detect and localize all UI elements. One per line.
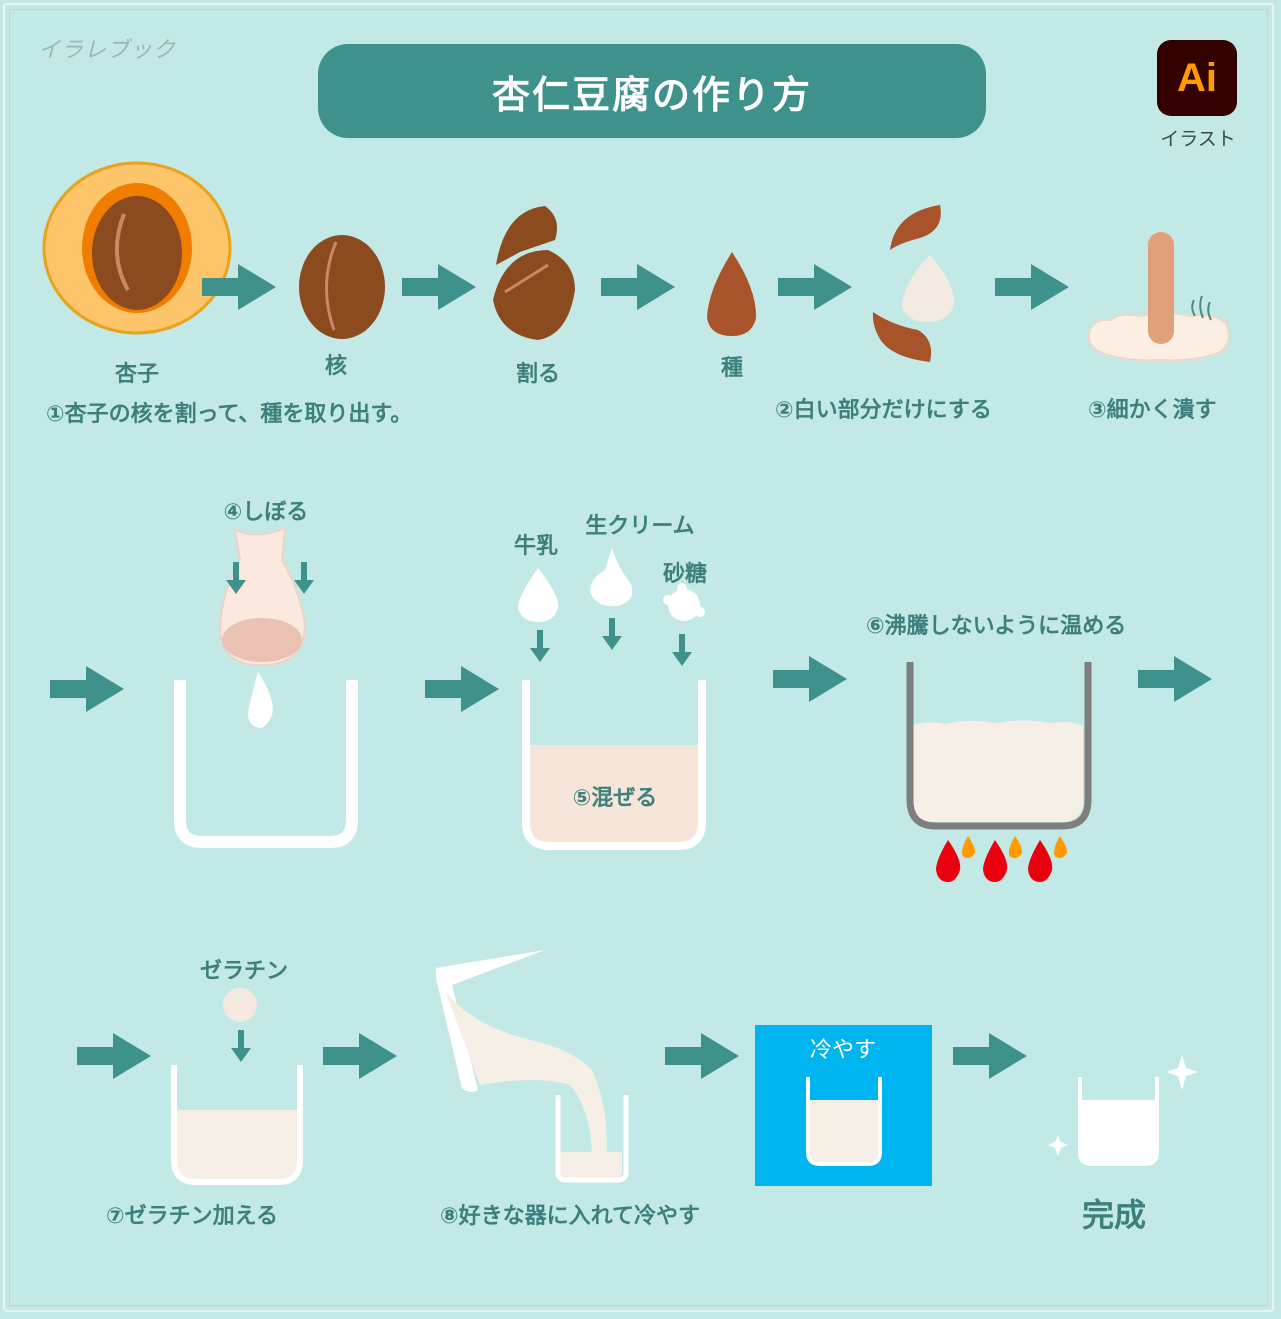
label-gelatin: ゼラチン bbox=[199, 959, 289, 984]
brand-text: イラレブック bbox=[38, 38, 177, 63]
gelatin-bowl-icon bbox=[171, 1065, 303, 1185]
sparkle-icon bbox=[1048, 1135, 1068, 1156]
apricot-half-icon bbox=[42, 161, 232, 335]
title-banner: 杏仁豆腐の作り方 bbox=[318, 44, 986, 138]
step-8-caption: ⑧好きな器に入れて冷やす bbox=[440, 1204, 700, 1229]
arrow-right-icon bbox=[50, 666, 124, 712]
cool-box-label: 冷やす bbox=[810, 1038, 877, 1063]
arrow-right-icon bbox=[323, 1033, 397, 1079]
label-milk: 牛乳 bbox=[513, 534, 559, 559]
arrow-down-icon bbox=[231, 1030, 251, 1062]
cloth-bag-icon bbox=[218, 526, 307, 728]
cracked-pit-icon bbox=[493, 206, 575, 340]
refrigerator-box-icon bbox=[755, 1025, 932, 1186]
peeled-seed-icon bbox=[872, 205, 955, 362]
pouring-pitcher-icon bbox=[436, 950, 629, 1183]
label-apricot: 杏子 bbox=[114, 362, 160, 387]
arrow-right-icon bbox=[601, 264, 675, 310]
arrow-right-icon bbox=[1138, 656, 1212, 702]
arrow-right-icon bbox=[425, 666, 499, 712]
step-2-caption: ②白い部分だけにする bbox=[775, 398, 992, 423]
arrow-down-icon bbox=[530, 630, 550, 662]
seed-icon bbox=[707, 252, 757, 336]
step-1-caption: ①杏子の核を割って、種を取り出す。 bbox=[46, 402, 413, 427]
arrow-right-icon bbox=[778, 264, 852, 310]
arrow-right-icon bbox=[953, 1033, 1027, 1079]
page-title: 杏仁豆腐の作り方 bbox=[491, 72, 812, 117]
flame-icon bbox=[936, 836, 1068, 882]
label-cream: 生クリーム bbox=[585, 514, 695, 539]
arrow-right-icon bbox=[402, 264, 476, 310]
mixing-bowl-icon bbox=[522, 680, 706, 850]
label-crack: 割る bbox=[515, 362, 561, 387]
label-pit: 核 bbox=[324, 354, 348, 379]
crushed-powder-icon bbox=[1087, 232, 1230, 362]
label-sugar: 砂糖 bbox=[662, 562, 708, 587]
cream-icon bbox=[590, 548, 633, 607]
step-4-caption: ④しぼる bbox=[223, 500, 309, 525]
sparkle-icon bbox=[1166, 1055, 1198, 1090]
glass-bowl-icon bbox=[174, 680, 358, 848]
arrow-down-icon bbox=[602, 618, 622, 650]
step-6-caption: ⑥沸騰しないように温める bbox=[866, 614, 1127, 639]
final-label: 完成 bbox=[1081, 1196, 1147, 1234]
illustrator-logo-icon: Ai bbox=[1157, 40, 1237, 116]
arrow-right-icon bbox=[773, 656, 847, 702]
pot-icon bbox=[906, 662, 1092, 830]
label-seed: 種 bbox=[720, 356, 744, 381]
apricot-pit-icon bbox=[299, 235, 385, 339]
step-7-caption: ⑦ゼラチン加える bbox=[106, 1204, 278, 1229]
arrow-right-icon bbox=[665, 1033, 739, 1079]
step-3-caption: ③細かく潰す bbox=[1088, 398, 1217, 423]
illustrator-caption: イラスト bbox=[1160, 128, 1236, 150]
milk-drop-icon bbox=[518, 568, 559, 622]
arrow-right-icon bbox=[77, 1033, 151, 1079]
gelatin-icon bbox=[223, 988, 257, 1022]
step-5-caption: ⑤混ぜる bbox=[572, 786, 658, 811]
sugar-icon bbox=[663, 583, 705, 621]
finished-dessert-icon bbox=[1078, 1077, 1159, 1166]
arrow-down-icon bbox=[672, 634, 692, 666]
arrow-right-icon bbox=[995, 264, 1069, 310]
